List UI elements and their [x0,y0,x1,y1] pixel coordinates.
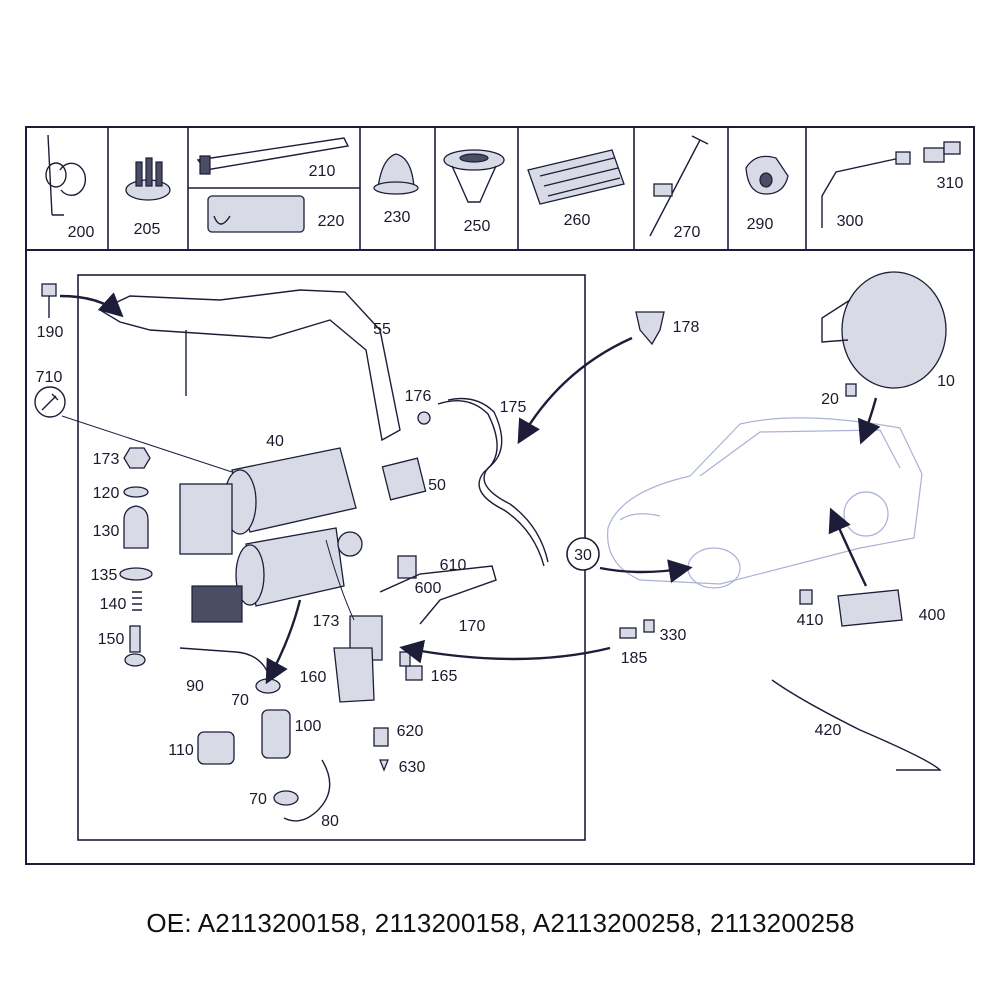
callout-label: 420 [815,722,842,739]
callout-label: 400 [919,607,946,624]
callout-label: 170 [459,618,486,635]
callout-label: 120 [93,485,120,502]
vehicle-sketch [399,271,947,771]
callout-label: 200 [68,224,95,241]
callout-label: 178 [673,319,700,336]
callout-label: 173 [313,613,340,630]
callout-label: 620 [397,723,424,740]
callout-label: 30 [574,547,592,564]
callout-label: 165 [431,668,458,685]
callout-label: 70 [231,692,249,709]
callout-label: 90 [186,678,204,695]
callout-label: 150 [98,631,125,648]
callout-label: 710 [36,369,63,386]
callout-label: 250 [464,218,491,235]
callout-label: 80 [321,813,339,830]
callout-label: 630 [399,759,426,776]
callout-label: 10 [937,373,955,390]
callout-label: 70 [249,791,267,808]
callout-label: 260 [564,212,591,229]
callout-label: 190 [37,324,64,341]
callout-label: 20 [821,391,839,408]
callout-label: 310 [937,175,964,192]
callout-label: 55 [373,321,391,338]
callout-label: 600 [415,580,442,597]
callout-label: 173 [93,451,120,468]
top-strip-parts [45,134,961,237]
oe-numbers-caption: OE: A2113200158, 2113200158, A2113200258… [146,908,855,938]
callout-label: 185 [621,650,648,667]
callout-label: 135 [91,567,118,584]
callout-label: 50 [428,477,446,494]
callout-label: 270 [674,224,701,241]
callout-label: 230 [384,209,411,226]
main-parts [34,283,549,822]
callout-label: 610 [440,557,467,574]
callout-label: 205 [134,221,161,238]
callout-label: 210 [309,163,336,180]
callout-label: 290 [747,216,774,233]
callout-label: 160 [300,669,327,686]
callout-label: 176 [405,388,432,405]
callout-label: 100 [295,718,322,735]
callout-label: 330 [660,627,687,644]
main-callout-labels: 190 55 178 710 176 175 10 40 20 173 50 1… [36,319,955,830]
leader-arrows [59,292,881,685]
callout-circle-30 [566,537,600,571]
callout-label: 300 [837,213,864,230]
callout-label: 110 [168,742,194,759]
callout-label: 40 [266,433,284,450]
callout-label: 130 [93,523,120,540]
callout-label: 175 [500,399,527,416]
callout-label: 140 [100,596,127,613]
top-strip-labels: 200 205 210 220 230 250 260 270 290 300 … [68,163,964,241]
callout-label: 220 [318,213,345,230]
callout-label: 410 [797,612,824,629]
